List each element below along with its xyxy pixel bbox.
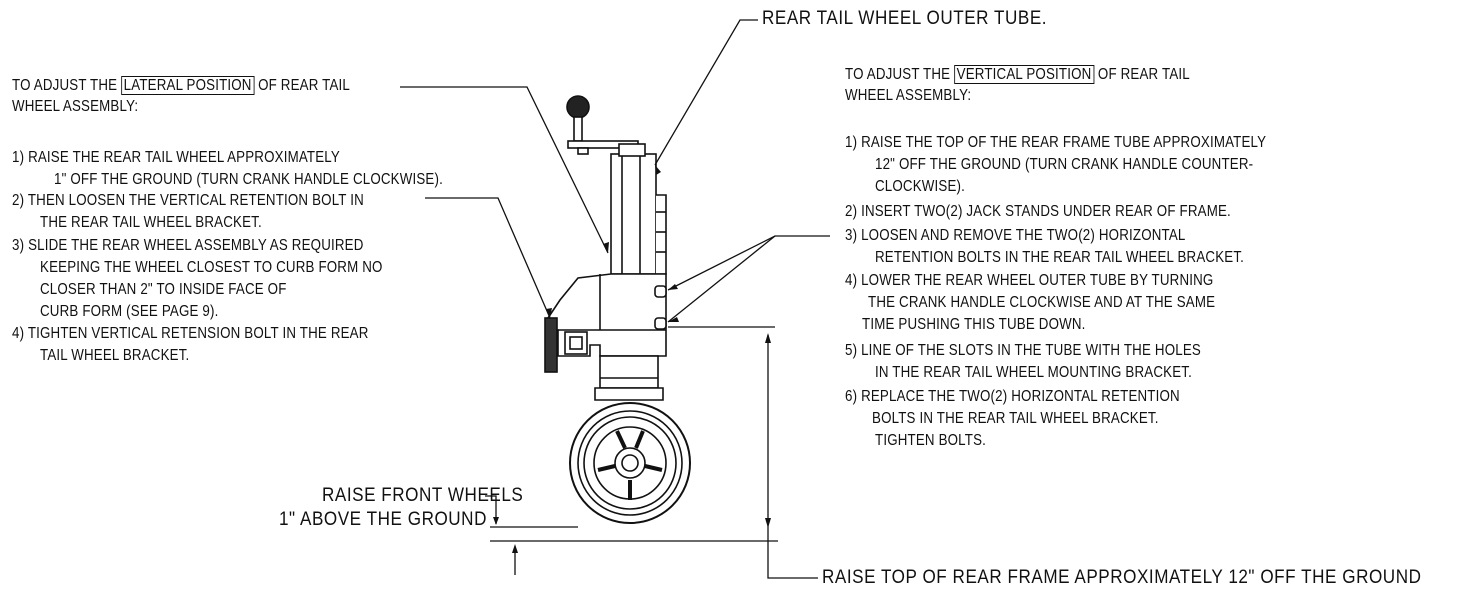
retention-bolt-lower	[654, 317, 667, 330]
lateral-line: 2) THEN LOOSEN THE VERTICAL RETENTION BO…	[12, 192, 364, 209]
vertical-line: 1) RAISE THE TOP OF THE REAR FRAME TUBE …	[845, 134, 1267, 151]
vertical-line: 12" OFF THE GROUND (TURN CRANK HANDLE CO…	[875, 156, 1254, 173]
vertical-line: 3) LOOSEN AND REMOVE THE TWO(2) HORIZONT…	[845, 227, 1186, 244]
vertical-line: THE CRANK HANDLE CLOCKWISE AND AT THE SA…	[868, 294, 1216, 311]
outer-tube-callout: REAR TAIL WHEEL OUTER TUBE.	[762, 8, 1048, 29]
vertical-line: RETENTION BOLTS IN THE REAR TAIL WHEEL B…	[875, 249, 1245, 266]
raise-front-line-2: 1" ABOVE THE GROUND	[279, 509, 487, 530]
vertical-heading-suffix: OF REAR TAIL	[1097, 66, 1190, 83]
slotted-tube	[656, 194, 667, 275]
lateral-line: CLOSER THAN 2" TO INSIDE FACE OF	[40, 281, 287, 298]
lateral-line: 1" OFF THE GROUND (TURN CRANK HANDLE CLO…	[54, 171, 443, 188]
vertical-heading-line2: WHEEL ASSEMBLY:	[845, 87, 972, 104]
lateral-line: 3) SLIDE THE REAR WHEEL ASSEMBLY AS REQU…	[12, 237, 364, 254]
vertical-heading-boxed: VERTICAL POSITION	[954, 65, 1095, 84]
crank-knob	[566, 95, 590, 119]
lateral-line: 4) TIGHTEN VERTICAL RETENSION BOLT IN TH…	[12, 325, 369, 342]
vertical-heading: TO ADJUST THE VERTICAL POSITION OF REAR …	[845, 65, 1190, 84]
crank-stem	[573, 116, 583, 142]
raise-rear-callout: RAISE TOP OF REAR FRAME APPROXIMATELY 12…	[822, 567, 1422, 588]
lateral-line: TAIL WHEEL BRACKET.	[40, 347, 190, 364]
vertical-line: BOLTS IN THE REAR TAIL WHEEL BRACKET.	[872, 410, 1159, 427]
lateral-line: KEEPING THE WHEEL CLOSEST TO CURB FORM N…	[40, 259, 383, 276]
inner-tube	[599, 355, 659, 389]
lateral-heading-boxed: LATERAL POSITION	[121, 76, 255, 95]
vertical-line: 4) LOWER THE REAR WHEEL OUTER TUBE BY TU…	[845, 272, 1214, 289]
vertical-line: 2) INSERT TWO(2) JACK STANDS UNDER REAR …	[845, 203, 1231, 220]
vertical-line: TIGHTEN BOLTS.	[875, 432, 987, 449]
outer-tube	[610, 153, 657, 275]
vertical-line: IN THE REAR TAIL WHEEL MOUNTING BRACKET.	[875, 364, 1192, 381]
lateral-heading-suffix: OF REAR TAIL	[258, 77, 351, 94]
lateral-heading: TO ADJUST THE LATERAL POSITION OF REAR T…	[12, 76, 350, 95]
wheel-fork	[594, 387, 664, 401]
retention-bolt-upper	[654, 285, 667, 298]
lateral-line: 1) RAISE THE REAR TAIL WHEEL APPROXIMATE…	[12, 149, 340, 166]
lateral-heading-prefix: TO ADJUST THE	[12, 77, 118, 94]
vertical-heading-prefix: TO ADJUST THE	[845, 66, 951, 83]
lateral-line: CURB FORM (SEE PAGE 9).	[40, 303, 219, 320]
vertical-line: CLOCKWISE).	[875, 178, 966, 195]
vertical-line: 5) LINE OF THE SLOTS IN THE TUBE WITH TH…	[845, 342, 1201, 359]
vertical-line: TIME PUSHING THIS TUBE DOWN.	[862, 316, 1086, 333]
vertical-line: 6) REPLACE THE TWO(2) HORIZONTAL RETENTI…	[845, 388, 1180, 405]
lateral-heading-line2: WHEEL ASSEMBLY:	[12, 98, 139, 115]
raise-front-line-1: RAISE FRONT WHEELS	[322, 485, 524, 506]
lateral-line: THE REAR TAIL WHEEL BRACKET.	[40, 214, 262, 231]
vertical-bolt	[544, 317, 558, 373]
